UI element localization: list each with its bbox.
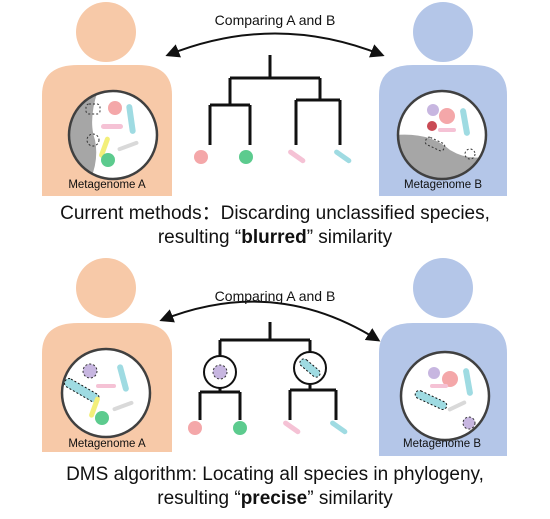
- gray-rod: [447, 400, 467, 412]
- person-a-label: Metagenome A: [68, 179, 146, 191]
- pink-rod: [96, 384, 116, 388]
- caption-bottom-keyword: precise: [240, 488, 308, 509]
- placed-cyan-species: [299, 358, 321, 378]
- purple-species: [427, 104, 439, 116]
- caption-top-line1: Current methods：Discarding unclassified …: [60, 203, 490, 224]
- tree-leaf-cyan: [330, 420, 348, 435]
- sample-circle-b-bottom: [399, 350, 491, 442]
- caption-top: Current methods：Discarding unclassified …: [0, 202, 550, 250]
- comparison-label-top: Comparing A and B: [215, 12, 336, 28]
- top-panel: Metagenome A Metagenome B Comparing A an: [42, 2, 507, 196]
- caption-top-line2: resulting “blurred” similarity: [157, 227, 393, 248]
- cyan-rod: [126, 104, 136, 134]
- phylogeny-tree-top: [208, 55, 342, 145]
- hidden-species-a2: [86, 133, 100, 147]
- cyan-rod: [460, 108, 470, 136]
- red-species: [439, 108, 455, 124]
- sample-circle-a-bottom: [60, 347, 152, 439]
- person-a-head: [76, 258, 136, 318]
- pink-rod: [101, 124, 123, 129]
- person-a-label: Metagenome A: [68, 438, 146, 450]
- placed-node-left: [203, 355, 237, 389]
- pink-rod: [438, 128, 456, 132]
- tree-leaf-cyan: [334, 149, 352, 164]
- caption-top-keyword: blurred: [241, 227, 307, 248]
- placed-purple-species: [212, 364, 228, 380]
- dashed-cyan-species: [414, 390, 448, 410]
- person-b-top: Metagenome B: [379, 2, 507, 196]
- person-a-bottom: Metagenome A: [42, 258, 172, 452]
- hidden-species-b2: [464, 148, 476, 160]
- caption-bottom-line1: DMS algorithm: Locating all species in p…: [66, 464, 484, 485]
- person-b-head: [413, 258, 473, 318]
- comparison-label-bottom: Comparing A and B: [215, 288, 336, 304]
- comparison-arrow-bottom: [159, 300, 381, 342]
- tree-leaf-green: [233, 421, 247, 435]
- cyan-rod: [117, 364, 129, 392]
- red-species: [108, 101, 122, 115]
- yellow-rod: [89, 396, 100, 418]
- comparison-arrow-top: [165, 32, 385, 58]
- bottom-panel: Metagenome A Metagenome B Comparing A an…: [42, 258, 507, 456]
- green-species: [95, 411, 109, 425]
- cyan-rod: [463, 368, 473, 396]
- placed-node-right: [293, 351, 327, 385]
- hidden-species-a1: [85, 103, 101, 115]
- tree-leaf-green: [239, 150, 253, 164]
- caption-bottom-line2: resulting “precise” similarity: [157, 488, 393, 509]
- red-species: [442, 371, 458, 387]
- person-b-label: Metagenome B: [403, 438, 481, 450]
- pink-rod: [430, 384, 448, 388]
- person-b-bottom: Metagenome B: [379, 258, 507, 456]
- green-species: [101, 153, 115, 167]
- tree-leaf-pink: [288, 149, 306, 164]
- hidden-species-b1: [424, 136, 446, 152]
- person-b-label: Metagenome B: [404, 179, 482, 191]
- phylogeny-tree-bottom: [198, 322, 338, 420]
- tree-leaf-pink: [283, 420, 301, 435]
- sample-circle-b-top: [396, 89, 488, 181]
- person-a-top: Metagenome A: [42, 2, 172, 196]
- tree-leaf-red: [194, 150, 208, 164]
- gray-rod: [117, 140, 139, 152]
- caption-bottom: DMS algorithm: Locating all species in p…: [0, 463, 550, 511]
- person-b-head: [413, 2, 473, 62]
- dark-red-species: [427, 121, 437, 131]
- tree-leaf-red: [188, 421, 202, 435]
- person-a-head: [76, 2, 136, 62]
- yellow-rod: [99, 136, 110, 158]
- dashed-purple-species: [462, 416, 476, 430]
- purple-species: [428, 367, 440, 379]
- gray-rod: [112, 400, 134, 412]
- dashed-purple-species: [82, 363, 98, 379]
